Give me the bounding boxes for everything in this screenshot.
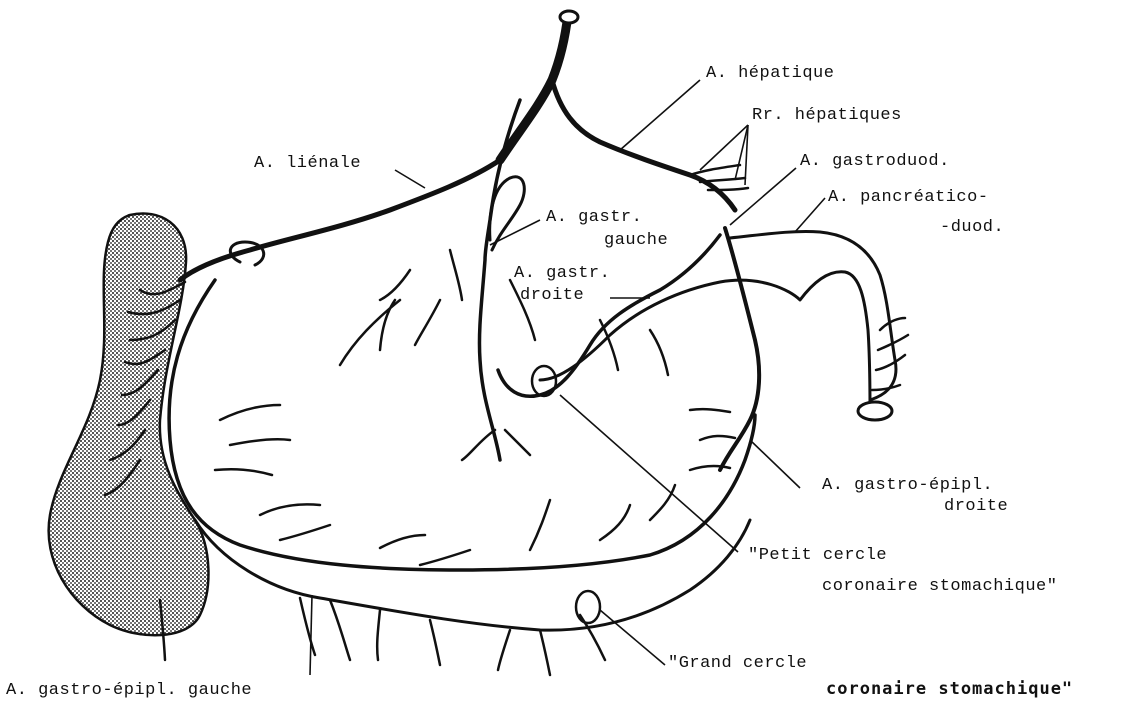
right-gastric-artery [498, 235, 720, 396]
greater-curvature-artery [169, 280, 755, 570]
label-gastr-gauche-2: gauche [604, 231, 668, 251]
label-gastr-droite-1: A. gastr. [514, 264, 610, 284]
label-gastr-gauche-1: A. gastr. [546, 208, 642, 228]
label-gastroduod: A. gastroduod. [800, 152, 950, 172]
label-rr-hepatiques: Rr. hépatiques [752, 106, 902, 126]
label-petit-cercle-1: "Petit cercle [748, 546, 887, 566]
label-pancreatico-2: -duod. [940, 218, 1004, 238]
label-gastro-epipl-droite-1: A. gastro-épipl. [822, 476, 993, 496]
label-grand-cercle-1: "Grand cercle [668, 654, 807, 674]
greater-curvature-outer [195, 520, 750, 630]
duodenum-outline [540, 272, 870, 410]
grand-cercle-marker [576, 591, 600, 623]
label-grand-cercle-2: coronaire stomachique" [826, 679, 1073, 699]
label-gastro-epipl-droite-2: droite [944, 497, 1008, 517]
label-petit-cercle-2: coronaire stomachique" [822, 577, 1057, 597]
gastric-wall-branches [215, 250, 735, 565]
label-pancreatico-1: A. pancréatico- [828, 188, 989, 208]
label-hepatique: A. hépatique [706, 64, 834, 84]
aorta-cut [560, 11, 578, 23]
label-lienale: A. liénale [254, 154, 361, 174]
duodenum-cut [858, 402, 892, 420]
label-gastr-droite-2: droite [520, 286, 584, 306]
celiac-trunk [500, 14, 568, 160]
label-gastro-epipl-gauche: A. gastro-épipl. gauche [6, 681, 252, 701]
